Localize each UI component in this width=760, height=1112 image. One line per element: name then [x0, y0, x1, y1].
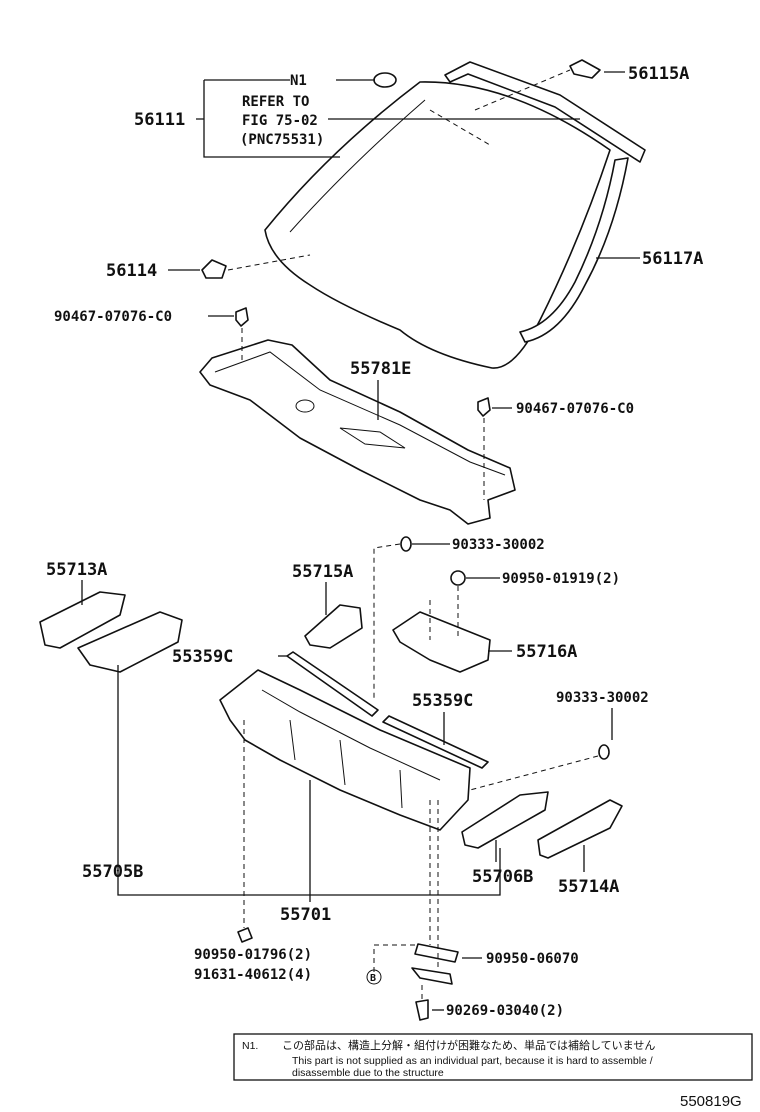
label-refer-2: FIG 75-02	[242, 113, 318, 129]
cowl-top-grille	[339, 427, 406, 449]
label-91631: 91631-40612(4)	[194, 967, 312, 983]
note-english-2: disassemble due to the structure	[292, 1067, 444, 1079]
bracket-91631	[411, 967, 453, 985]
seal-55359C-left	[286, 651, 379, 717]
side-molding-strip	[519, 157, 629, 343]
bolt-90269	[415, 999, 429, 1021]
label-56111: 56111	[134, 110, 185, 130]
cowl-top-hole	[295, 399, 315, 413]
windshield-inner-edge	[289, 99, 426, 233]
panel-55706B	[461, 791, 549, 849]
panel-55714A	[537, 799, 623, 859]
label-55359C-a: 55359C	[172, 647, 233, 667]
dash-90333-lower	[469, 755, 599, 791]
seal-90333-lower	[598, 744, 610, 760]
dash-56114	[227, 254, 311, 271]
label-55359C-b: 55359C	[412, 691, 473, 711]
label-90269: 90269-03040(2)	[446, 1003, 564, 1019]
plug-90950-01919	[450, 570, 466, 586]
b-circle-marker	[366, 969, 382, 985]
diagram-id: 550819G	[680, 1093, 742, 1110]
label-n1: N1	[290, 73, 307, 89]
label-55713A: 55713A	[46, 560, 107, 580]
label-56115A: 56115A	[628, 64, 689, 84]
panel-55715A	[304, 604, 363, 649]
label-90950a: 90950-01919(2)	[502, 571, 620, 587]
cowl-top-panel	[199, 339, 516, 525]
leader-56111	[196, 79, 580, 158]
clip-90467-right	[477, 397, 491, 417]
label-55781E: 55781E	[350, 359, 411, 379]
note-english-1: This part is not supplied as an individu…	[292, 1055, 653, 1067]
clip-56115A	[569, 59, 601, 79]
label-56114: 56114	[106, 261, 157, 281]
label-90467a: 90467-07076-C0	[54, 309, 172, 325]
seal-90333-upper	[400, 536, 412, 552]
cowl-panel-inner	[261, 689, 441, 809]
leader-55705B	[117, 665, 501, 896]
label-55715A: 55715A	[292, 562, 353, 582]
part-90950-06070	[414, 943, 459, 963]
cap-n1	[373, 72, 397, 88]
dash-56115A	[474, 69, 571, 111]
note-marker: N1.	[242, 1040, 258, 1052]
label-55716A: 55716A	[516, 642, 577, 662]
label-55706B: 55706B	[472, 867, 533, 887]
plug-90950-01796	[237, 927, 253, 943]
upper-molding-strip	[444, 61, 646, 163]
cowl-top-ridge	[214, 351, 506, 476]
panel-55705B	[77, 611, 183, 673]
label-b-circle: B	[370, 973, 376, 984]
panel-55713A	[39, 591, 126, 649]
label-56117A: 56117A	[642, 249, 703, 269]
dash-90333-upper	[373, 543, 401, 700]
label-90950c: 90950-06070	[486, 951, 579, 967]
clip-90467-left	[235, 307, 249, 327]
cowl-panel-55701	[219, 669, 471, 831]
clip-56114	[201, 259, 227, 279]
dash-glass	[429, 109, 491, 146]
label-90333a: 90333-30002	[452, 537, 545, 553]
label-55701: 55701	[280, 905, 331, 925]
label-90333b: 90333-30002	[556, 690, 649, 706]
panel-55716A	[392, 611, 491, 673]
note-japanese: この部品は、構造上分解・組付けが困難なため、単品では補給していません	[282, 1038, 655, 1052]
label-90950b: 90950-01796(2)	[194, 947, 312, 963]
label-55705B: 55705B	[82, 862, 143, 882]
seal-55359C-right	[382, 715, 489, 769]
windshield-glass	[264, 81, 611, 369]
label-refer-3: (PNC75531)	[240, 132, 324, 148]
dash-b-circle	[373, 944, 415, 972]
label-90467b: 90467-07076-C0	[516, 401, 634, 417]
note-box	[233, 1033, 753, 1081]
label-55714A: 55714A	[558, 877, 619, 897]
label-refer-1: REFER TO	[242, 94, 309, 110]
